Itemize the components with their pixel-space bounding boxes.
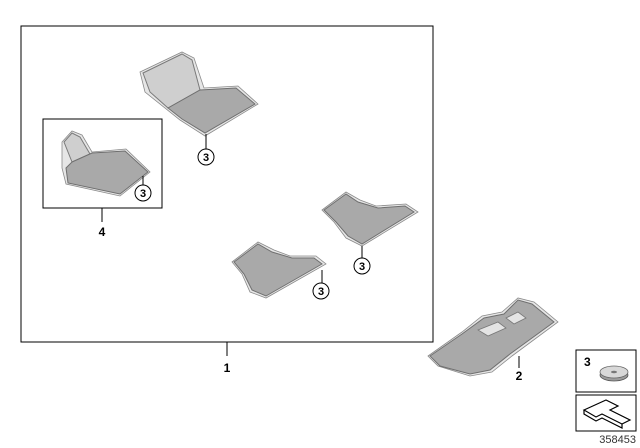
legend-fastener-box bbox=[575, 349, 637, 393]
rear-mat-right[interactable] bbox=[321, 191, 419, 247]
legend-arrow-box bbox=[575, 394, 637, 432]
rear-mat-left[interactable] bbox=[231, 241, 327, 299]
label-kit-4: 4 bbox=[99, 225, 106, 239]
direction-arrow-icon bbox=[582, 399, 632, 429]
front-mat-driver[interactable] bbox=[139, 51, 259, 137]
callout-circle-kit-mat[interactable] bbox=[134, 184, 152, 202]
callout-number-rear-left: 3 bbox=[318, 286, 324, 298]
callout-number-rear-right: 3 bbox=[359, 261, 365, 273]
label-assembly-1: 1 bbox=[224, 361, 231, 375]
kit-mat[interactable] bbox=[61, 130, 151, 197]
callout-number-front-mat: 3 bbox=[203, 152, 209, 164]
callout-circle-rear-right[interactable] bbox=[353, 257, 371, 275]
third-row-mat[interactable] bbox=[427, 297, 559, 377]
round-clip-icon bbox=[599, 365, 629, 382]
callout-number-kit-mat: 3 bbox=[140, 188, 146, 200]
reference-number: 358453 bbox=[599, 434, 636, 446]
callout-circle-front-mat[interactable] bbox=[197, 148, 215, 166]
label-rear-mat-2: 2 bbox=[516, 369, 523, 383]
callout-circle-rear-left[interactable] bbox=[312, 282, 330, 300]
legend-number-3: 3 bbox=[584, 355, 591, 369]
